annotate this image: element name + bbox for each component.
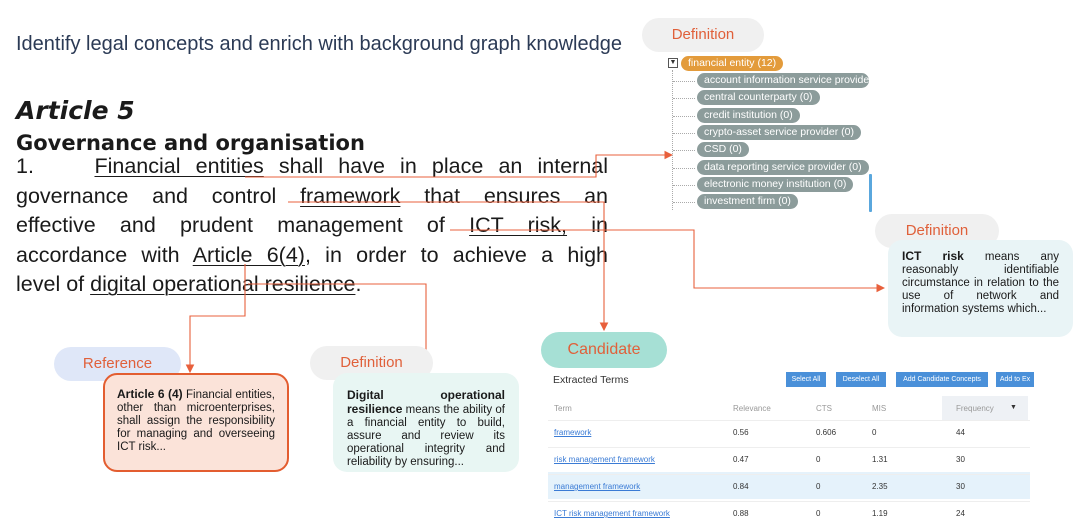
selected-row-highlight bbox=[548, 472, 1030, 499]
table-cell: 0.84 bbox=[733, 482, 749, 491]
article-line: accordance with Article 6(4), in order t… bbox=[16, 241, 608, 271]
article-text: that ensures an bbox=[400, 183, 609, 208]
page-heading: Identify legal concepts and enrich with … bbox=[16, 33, 622, 55]
row-divider bbox=[548, 474, 1030, 475]
tab-definition-tree[interactable]: Definition bbox=[642, 18, 764, 52]
column-header-cts[interactable]: CTS bbox=[816, 404, 832, 413]
resilience-term: Digital operational resilience bbox=[347, 388, 505, 416]
tree-branch-line bbox=[673, 150, 695, 152]
arrow-article-6-4 bbox=[185, 264, 246, 374]
table-cell: 1.31 bbox=[872, 455, 888, 464]
arrow-digital-resilience bbox=[248, 283, 427, 350]
reference-text: Financial entities, other than microente… bbox=[117, 389, 275, 453]
table-cell: 24 bbox=[956, 509, 965, 518]
article-title: Article 5 bbox=[16, 96, 135, 125]
resilience-text: means the ability of a financial entity … bbox=[347, 404, 505, 468]
article-text: shall have in place an internal bbox=[263, 154, 609, 178]
article-line: governance and control framework that en… bbox=[16, 182, 608, 212]
term-link[interactable]: management framework bbox=[554, 482, 641, 491]
article-text: , in order to achieve a high bbox=[304, 242, 609, 267]
table-cell: 0.56 bbox=[733, 428, 749, 437]
column-header-mis[interactable]: MIS bbox=[872, 404, 887, 413]
column-header-term[interactable]: Term bbox=[554, 404, 572, 413]
term-link[interactable]: ICT risk management framework bbox=[554, 509, 670, 518]
resilience-definition-card: Digital operational resilience means the… bbox=[333, 373, 519, 472]
tree-child-node[interactable]: investment firm (0) bbox=[697, 194, 798, 210]
legal-concept-term[interactable]: Financial entities bbox=[94, 154, 264, 178]
tree-branch-line bbox=[673, 167, 695, 169]
table-cell: 1.19 bbox=[872, 509, 888, 518]
extracted-terms-title: Extracted Terms bbox=[553, 374, 629, 386]
tree-child-node[interactable]: account information service provider (0) bbox=[697, 73, 869, 88]
tree-child-node[interactable]: crypto-asset service provider (0) bbox=[697, 124, 861, 140]
ict-risk-term: ICT risk bbox=[902, 249, 964, 263]
arrow-ict-risk bbox=[450, 229, 886, 293]
table-cell: 0 bbox=[816, 482, 821, 491]
arrow-framework bbox=[288, 201, 609, 332]
tree-branch-line bbox=[673, 98, 695, 100]
tab-candidate[interactable]: Candidate bbox=[541, 332, 667, 368]
table-cell: 0.47 bbox=[733, 455, 749, 464]
frequency-header-cell[interactable]: Frequency ▼ bbox=[942, 396, 1028, 420]
legal-concept-term[interactable]: ICT risk, bbox=[469, 213, 568, 237]
table-cell: 44 bbox=[956, 428, 965, 437]
tree-child-node[interactable]: data reporting service provider (0) bbox=[697, 159, 869, 175]
column-header-relevance[interactable]: Relevance bbox=[733, 404, 771, 413]
term-link[interactable]: risk management framework bbox=[554, 455, 655, 464]
table-cell: 2.35 bbox=[872, 482, 888, 491]
table-cell: 0.606 bbox=[816, 428, 837, 437]
tree-child-node[interactable]: credit institution (0) bbox=[697, 107, 800, 123]
collapse-toggle-icon[interactable]: ▼ bbox=[668, 58, 678, 68]
article-line: effective and prudent management of ICT … bbox=[16, 211, 608, 241]
legal-concept-term[interactable]: Article 6(4) bbox=[192, 242, 305, 267]
row-divider bbox=[548, 420, 1030, 421]
tree-branch-line bbox=[673, 202, 695, 204]
ict-risk-text: means any reasonably identifiable circum… bbox=[902, 251, 1059, 315]
table-cell: 0 bbox=[816, 509, 821, 518]
sort-desc-icon: ▼ bbox=[1010, 404, 1017, 411]
reference-term: Article 6 (4) bbox=[117, 387, 183, 401]
term-link[interactable]: framework bbox=[554, 428, 592, 437]
article-text: accordance with bbox=[16, 242, 193, 267]
deselect-all-button[interactable]: Deselect All bbox=[836, 372, 886, 387]
reference-card: Article 6 (4) Financial entities, other … bbox=[103, 373, 289, 472]
select-all-button[interactable]: Select All bbox=[786, 372, 826, 387]
row-divider bbox=[548, 501, 1030, 502]
table-cell: 0.88 bbox=[733, 509, 749, 518]
tree-branch-line bbox=[673, 132, 695, 134]
article-text: 1. bbox=[16, 154, 95, 178]
add-to-button[interactable]: Add to Ex bbox=[996, 372, 1034, 387]
column-header-frequency: Frequency bbox=[956, 404, 994, 413]
table-cell: 0 bbox=[816, 455, 821, 464]
tree-rail bbox=[672, 70, 673, 210]
article-subtitle: Governance and organisation bbox=[16, 131, 365, 155]
table-cell: 0 bbox=[872, 428, 877, 437]
article-line: 1. Financial entities shall have in plac… bbox=[16, 152, 608, 182]
add-candidate-concepts-button[interactable]: Add Candidate Concepts bbox=[896, 372, 988, 387]
arrow-financial-entities bbox=[245, 150, 674, 178]
tree-branch-line bbox=[673, 184, 695, 186]
article-text: effective and prudent management of bbox=[16, 213, 470, 237]
tree-scrollbar[interactable] bbox=[869, 174, 872, 212]
tree-child-node[interactable]: electronic money institution (0) bbox=[697, 176, 854, 192]
table-cell: 30 bbox=[956, 455, 965, 464]
table-cell: 30 bbox=[956, 482, 965, 491]
ict-risk-definition-card: ICT risk means any reasonably identifiab… bbox=[888, 240, 1073, 337]
tree-branch-line bbox=[673, 81, 695, 82]
tree-child-node[interactable]: central counterparty (0) bbox=[697, 90, 820, 106]
tree-child-node[interactable]: CSD (0) bbox=[697, 142, 749, 158]
article-text: governance and control bbox=[16, 183, 301, 208]
legal-concept-term[interactable]: framework bbox=[300, 183, 401, 208]
row-divider bbox=[548, 447, 1030, 448]
tree-root-node[interactable]: financial entity (12) bbox=[681, 56, 784, 71]
article-body: 1. Financial entities shall have in plac… bbox=[16, 152, 608, 300]
article-text: level of bbox=[16, 272, 91, 296]
tree-branch-line bbox=[673, 115, 695, 117]
